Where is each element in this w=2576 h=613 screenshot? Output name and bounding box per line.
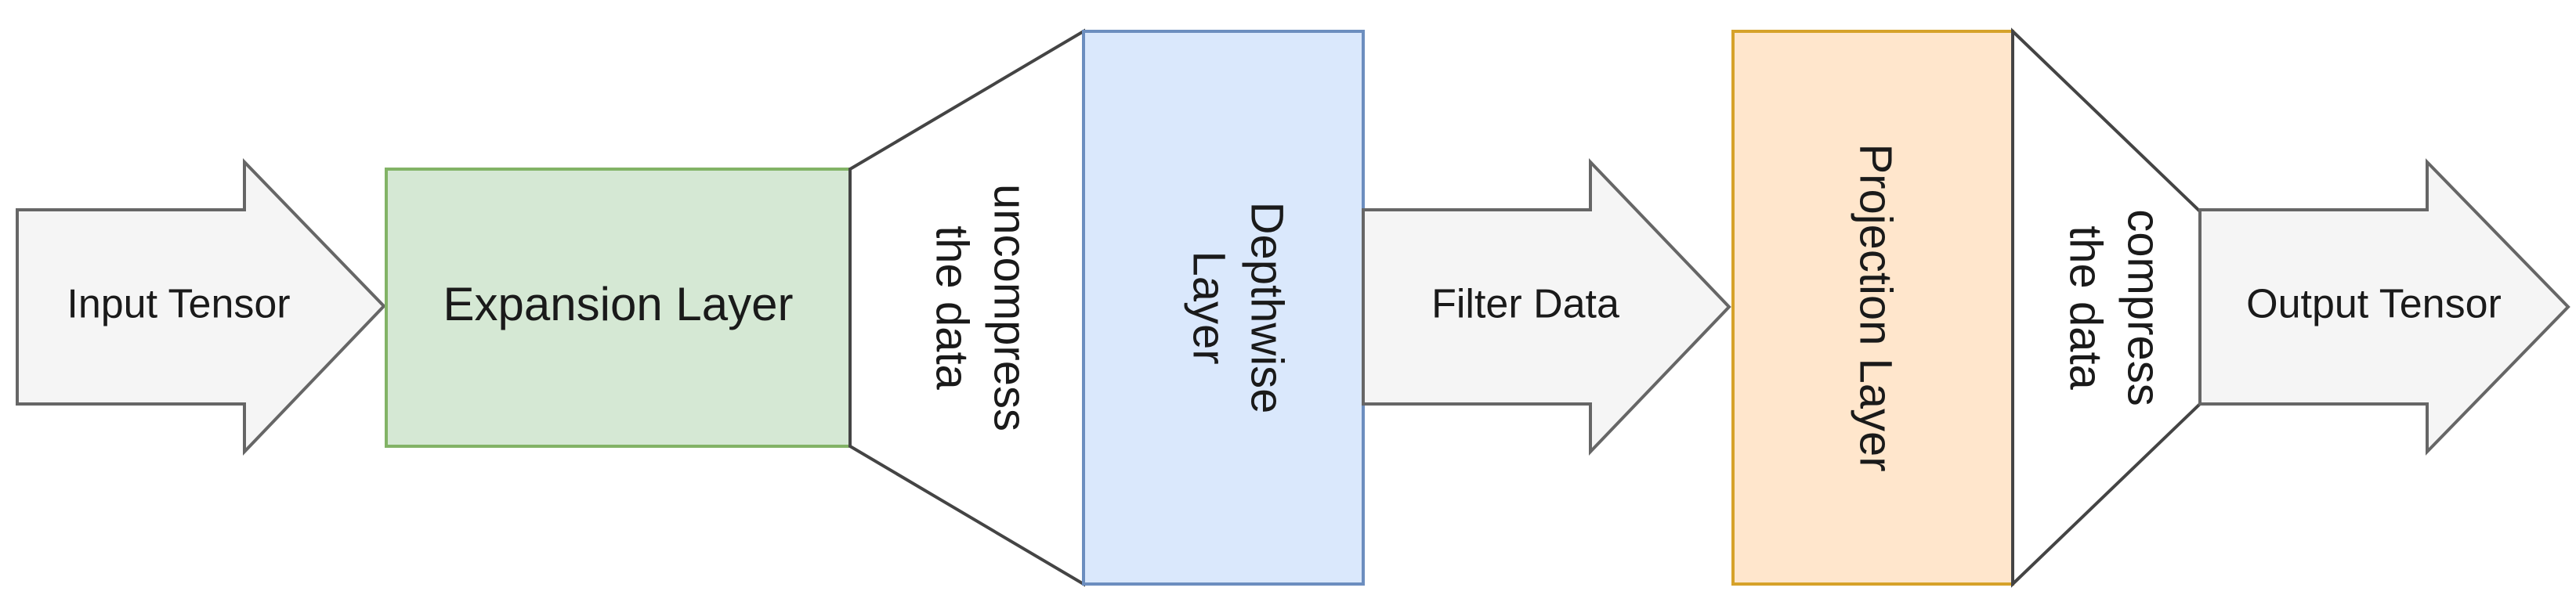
depthwise-layer-box: Depthwise Layer (1082, 30, 1365, 586)
projection-layer-label: Projection Layer (1851, 143, 1901, 471)
input-tensor-arrow: Input Tensor (16, 158, 386, 456)
expansion-layer-label: Expansion Layer (443, 278, 794, 330)
output-tensor-label: Output Tensor (2246, 282, 2502, 327)
compress-trapezoid: compress the data (2011, 27, 2202, 588)
output-tensor-shape (2198, 158, 2571, 456)
output-tensor-arrow: Output Tensor (2198, 158, 2571, 456)
depthwise-layer-shape (1082, 30, 1365, 586)
filter-data-arrow: Filter Data (1362, 158, 1731, 456)
expansion-layer-shape (385, 168, 852, 448)
uncompress-label-line1: uncompress (985, 184, 1036, 431)
uncompress-trapezoid: uncompress the data (848, 28, 1085, 587)
filter-data-label: Filter Data (1431, 282, 1619, 327)
depthwise-layer-label-line1: Depthwise (1242, 202, 1293, 414)
uncompress-label-line2: the data (927, 225, 978, 390)
compress-label-line2: the data (2060, 225, 2111, 390)
input-tensor-label: Input Tensor (67, 282, 290, 327)
projection-layer-shape (1731, 30, 2014, 586)
compress-label-line1: compress (2118, 209, 2169, 406)
projection-layer-box: Projection Layer (1731, 30, 2014, 586)
expansion-layer-box: Expansion Layer (385, 168, 852, 448)
depthwise-layer-label-line2: Layer (1184, 251, 1235, 364)
input-tensor-shape (16, 158, 386, 456)
filter-data-shape (1362, 158, 1731, 456)
